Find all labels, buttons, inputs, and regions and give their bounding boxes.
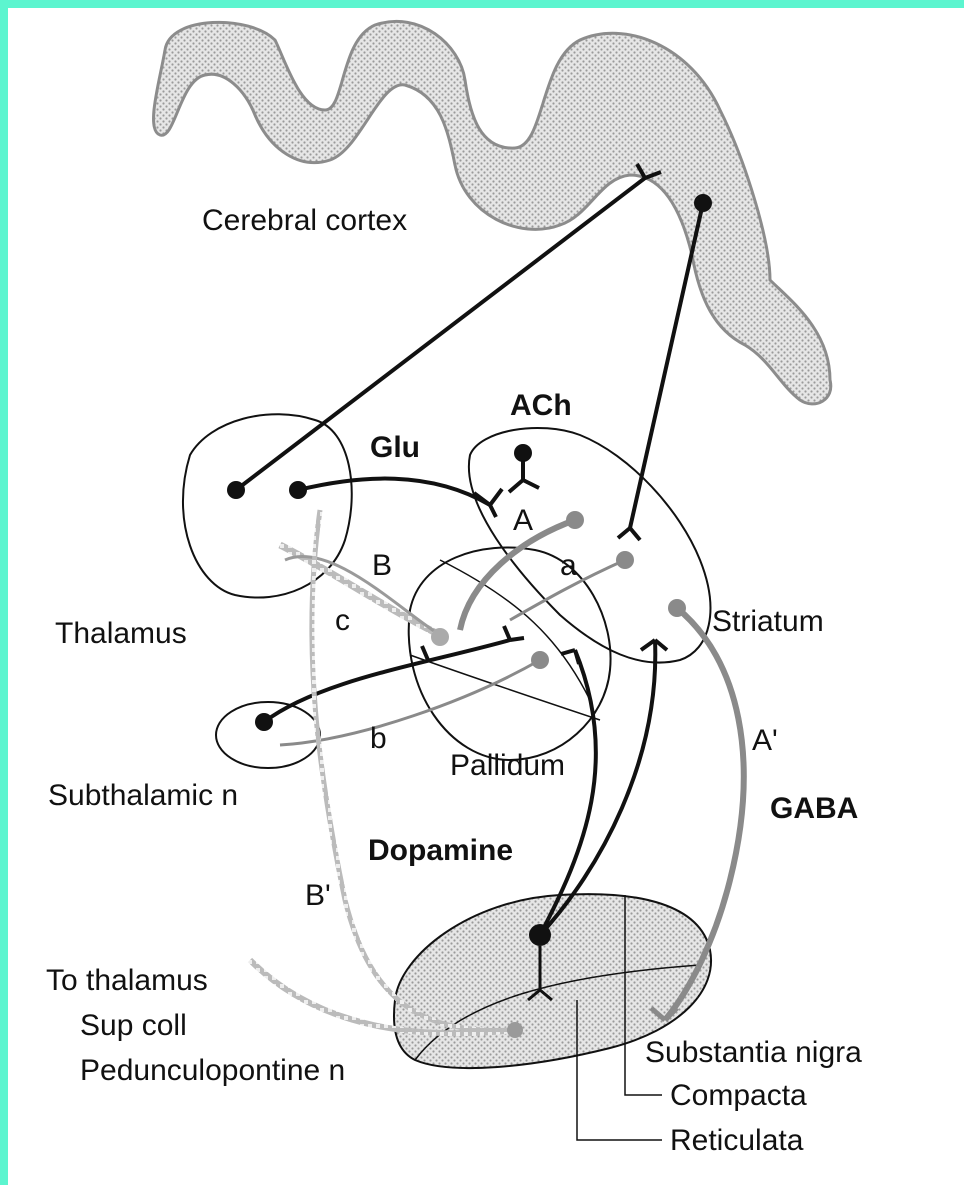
cortex-striatum-terminal: [618, 528, 640, 540]
label-to-thalamus: To thalamus: [46, 964, 208, 997]
pallidum-division-2: [410, 655, 600, 720]
cortex-striatum-pathway: [630, 203, 703, 528]
label-pallidum: Pallidum: [450, 749, 565, 782]
subthalamic-neuron-dot: [255, 713, 273, 731]
label-sup-coll: Sup coll: [80, 1009, 187, 1042]
label-compacta: Compacta: [670, 1079, 807, 1112]
ach-terminal: [509, 453, 539, 492]
label-thalamus: Thalamus: [55, 617, 187, 650]
glu-neuron-dot: [289, 481, 307, 499]
label-pedunculopontine: Pedunculopontine n: [80, 1054, 345, 1087]
label-b: b: [370, 722, 387, 755]
gaba-neuron-dot: [668, 599, 686, 617]
label-substantia-nigra: Substantia nigra: [645, 1036, 862, 1069]
pathway-A-dot: [566, 511, 584, 529]
basal-ganglia-diagram: Cerebral cortex Glu ACh Thalamus Striatu…: [8, 8, 964, 1185]
cortex-neuron-dot: [694, 194, 712, 212]
label-striatum: Striatum: [712, 605, 824, 638]
pallidum-gray-dot: [431, 628, 449, 646]
thalamus-neuron-dot: [227, 481, 245, 499]
reticulata-gray-dot: [507, 1022, 523, 1038]
label-cerebral-cortex: Cerebral cortex: [202, 204, 407, 237]
label-c: c: [335, 604, 350, 637]
label-dopamine: Dopamine: [368, 834, 513, 867]
label-ach: ACh: [510, 389, 572, 422]
pathway-B: [280, 545, 440, 635]
label-B: B: [372, 549, 392, 582]
pathway-a-dot: [616, 551, 634, 569]
label-gaba: GABA: [770, 792, 858, 825]
diagram-frame: Cerebral cortex Glu ACh Thalamus Striatu…: [8, 8, 964, 1185]
label-A-prime: A': [752, 724, 778, 757]
label-reticulata: Reticulata: [670, 1124, 804, 1157]
label-subthalamic: Subthalamic n: [48, 779, 238, 812]
label-A: A: [513, 504, 533, 537]
dopamine-pathway-1: [540, 640, 655, 935]
subthalamic-outline: [216, 702, 320, 768]
pallidum-outline: [409, 548, 611, 761]
dopamine-pathway-2: [540, 650, 596, 935]
label-B-prime: B': [305, 879, 331, 912]
label-a: a: [560, 549, 577, 582]
glu-pathway: [298, 479, 490, 505]
label-glu: Glu: [370, 431, 420, 464]
dopamine-neuron-dot: [529, 924, 551, 946]
glu-terminal: [474, 489, 502, 517]
pathway-b-dot: [531, 651, 549, 669]
